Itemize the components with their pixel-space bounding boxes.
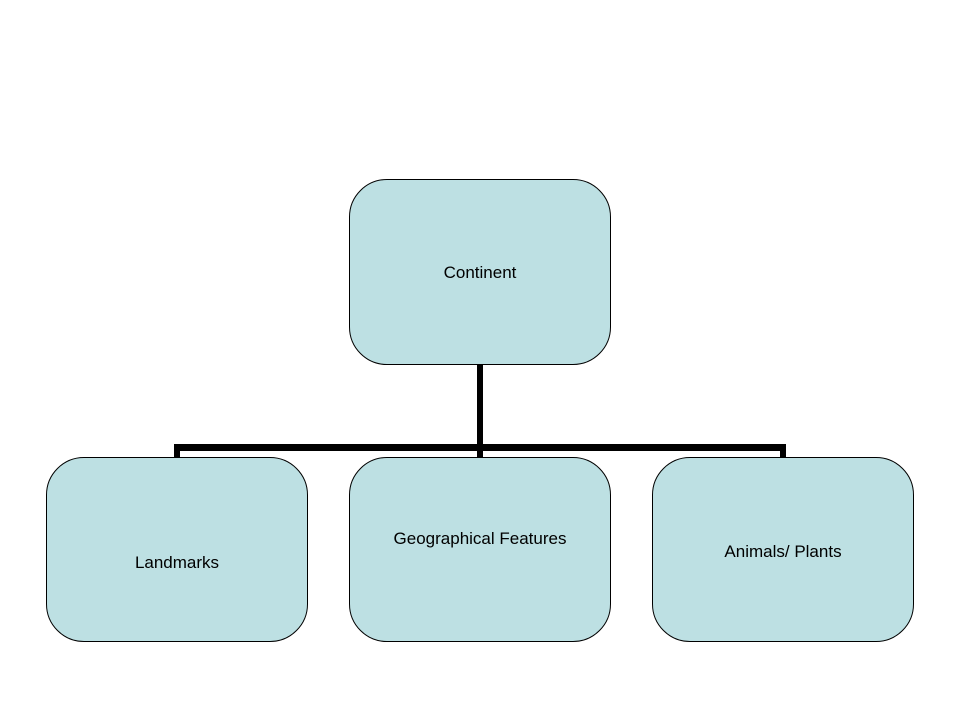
node-landmarks-label: Landmarks <box>134 553 220 572</box>
connector-drop-landmarks <box>174 444 180 457</box>
connector-drop-animals-plants <box>780 444 786 457</box>
connector-drop-geographical-features <box>477 444 483 457</box>
node-animals-plants: Animals/ Plants <box>652 457 914 642</box>
connector-root-stem <box>477 365 483 451</box>
node-geographical-features: Geographical Features <box>349 457 611 642</box>
node-geographical-features-label: Geographical Features <box>393 529 567 548</box>
node-landmarks: Landmarks <box>46 457 308 642</box>
node-continent-label: Continent <box>443 263 517 282</box>
node-animals-plants-label: Animals/ Plants <box>724 542 842 561</box>
node-continent: Continent <box>349 179 611 365</box>
